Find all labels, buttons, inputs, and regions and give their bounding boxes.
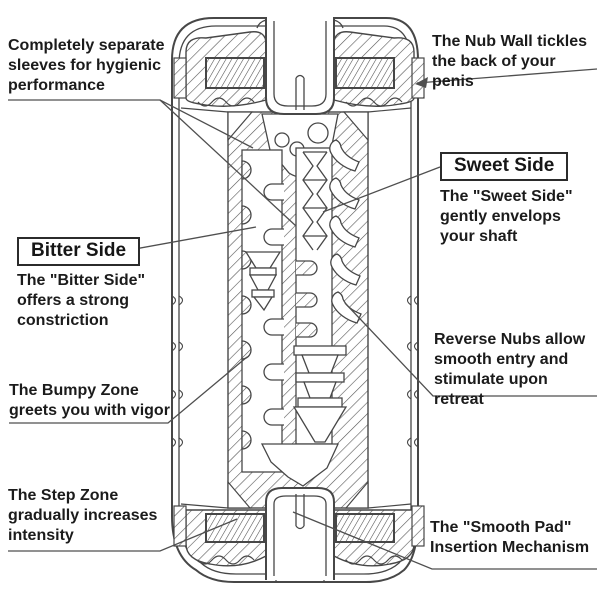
top-seal-core-left [205,57,265,89]
leader-step-zone [8,518,238,552]
callout-separate-sleeves: Completely separate sleeves for hygienic… [8,37,165,94]
sweet-cone-stack [302,151,328,251]
insertion-cup-top [256,17,344,115]
leader-lines [8,68,598,570]
top-side-seal-right [411,57,425,99]
smooth-step-stack [292,345,348,443]
callout-sweet-side: The "Sweet Side" gently envelops your sh… [440,188,573,245]
leader-nub-wall-arrow [415,77,428,88]
top-seal-assembly [173,31,425,113]
leader-reverse-nubs [344,302,597,397]
leader-nub-wall [416,68,598,84]
callout-bitter-side: The "Bitter Side" offers a strong constr… [17,272,146,329]
bottom-side-seal-right [411,505,425,547]
bottom-junction [260,443,340,487]
callout-reverse-nubs: Reverse Nubs allow smooth entry and stim… [434,331,586,408]
sweet-side-title-box: Sweet Side [440,152,569,181]
bottom-seal-core-right [335,513,395,543]
leader-separate-sleeves-b [159,99,297,227]
callout-nub-wall: The Nub Wall tickles the back of your pe… [432,33,587,90]
insertion-cup-bottom [265,487,335,580]
sweet-channel [292,147,348,445]
top-side-seal-left [173,57,187,99]
wall-notches [171,295,419,448]
callout-step-zone: The Step Zone gradually increases intens… [8,487,158,544]
callout-smooth-pad: The "Smooth Pad" Insertion Mechanism [430,519,590,556]
bitter-side-title-box: Bitter Side [17,237,141,266]
leader-bitter-side [123,226,257,252]
bitter-channel [241,149,284,473]
callout-bumpy-zone: The Bumpy Zone greets you with vigor [9,382,170,419]
bottom-side-seal-left [173,505,187,547]
nub-wall-nub [307,122,329,144]
leader-sweet-side [322,166,441,213]
step-zone-cones [244,251,282,312]
bottom-seal-assembly [173,503,425,567]
leader-bumpy-zone [9,356,248,424]
leader-smooth-pad [292,511,597,570]
top-seal-core-right [335,57,395,89]
